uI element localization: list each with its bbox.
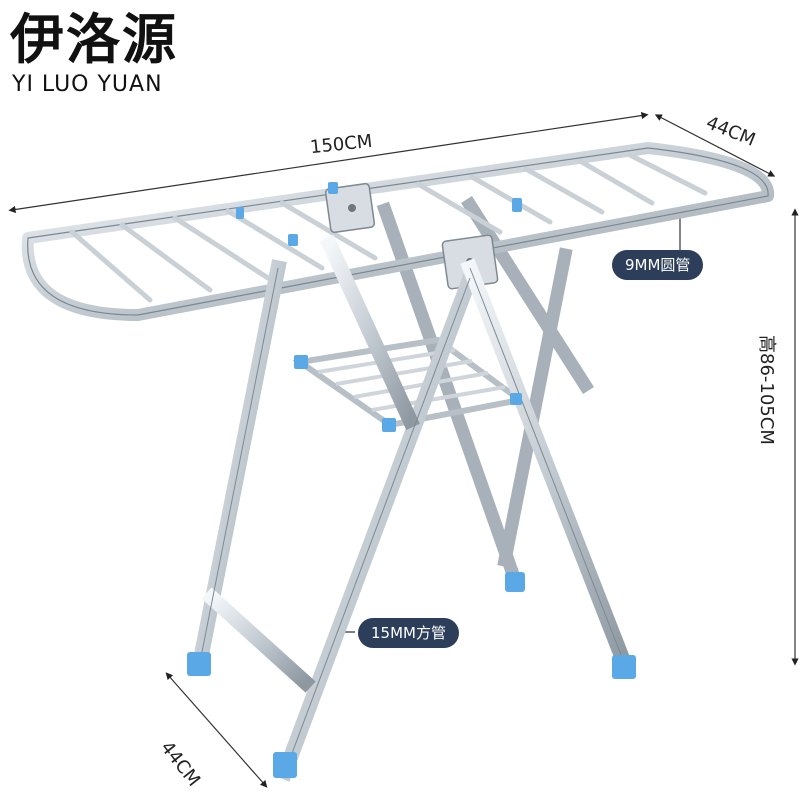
- brand-logo-en: YI LUO YUAN: [12, 72, 163, 97]
- round-tube-callout: 9MM圆管: [612, 250, 704, 280]
- foot-cap: [612, 655, 636, 679]
- foot-cap: [505, 572, 525, 592]
- foot-cap: [187, 652, 211, 676]
- hanging-rods: [69, 152, 708, 303]
- front-legs-outline: [199, 267, 626, 773]
- foot-cap: [273, 752, 297, 778]
- square-tube-callout: 15MM方管: [358, 618, 459, 648]
- brand-logo-cn: 伊洛源: [10, 8, 178, 71]
- height-dimension-label: 高86-105CM: [756, 335, 777, 445]
- dimension-lines: [8, 111, 799, 788]
- blue-parts: [187, 182, 636, 778]
- front-legs: [191, 235, 635, 782]
